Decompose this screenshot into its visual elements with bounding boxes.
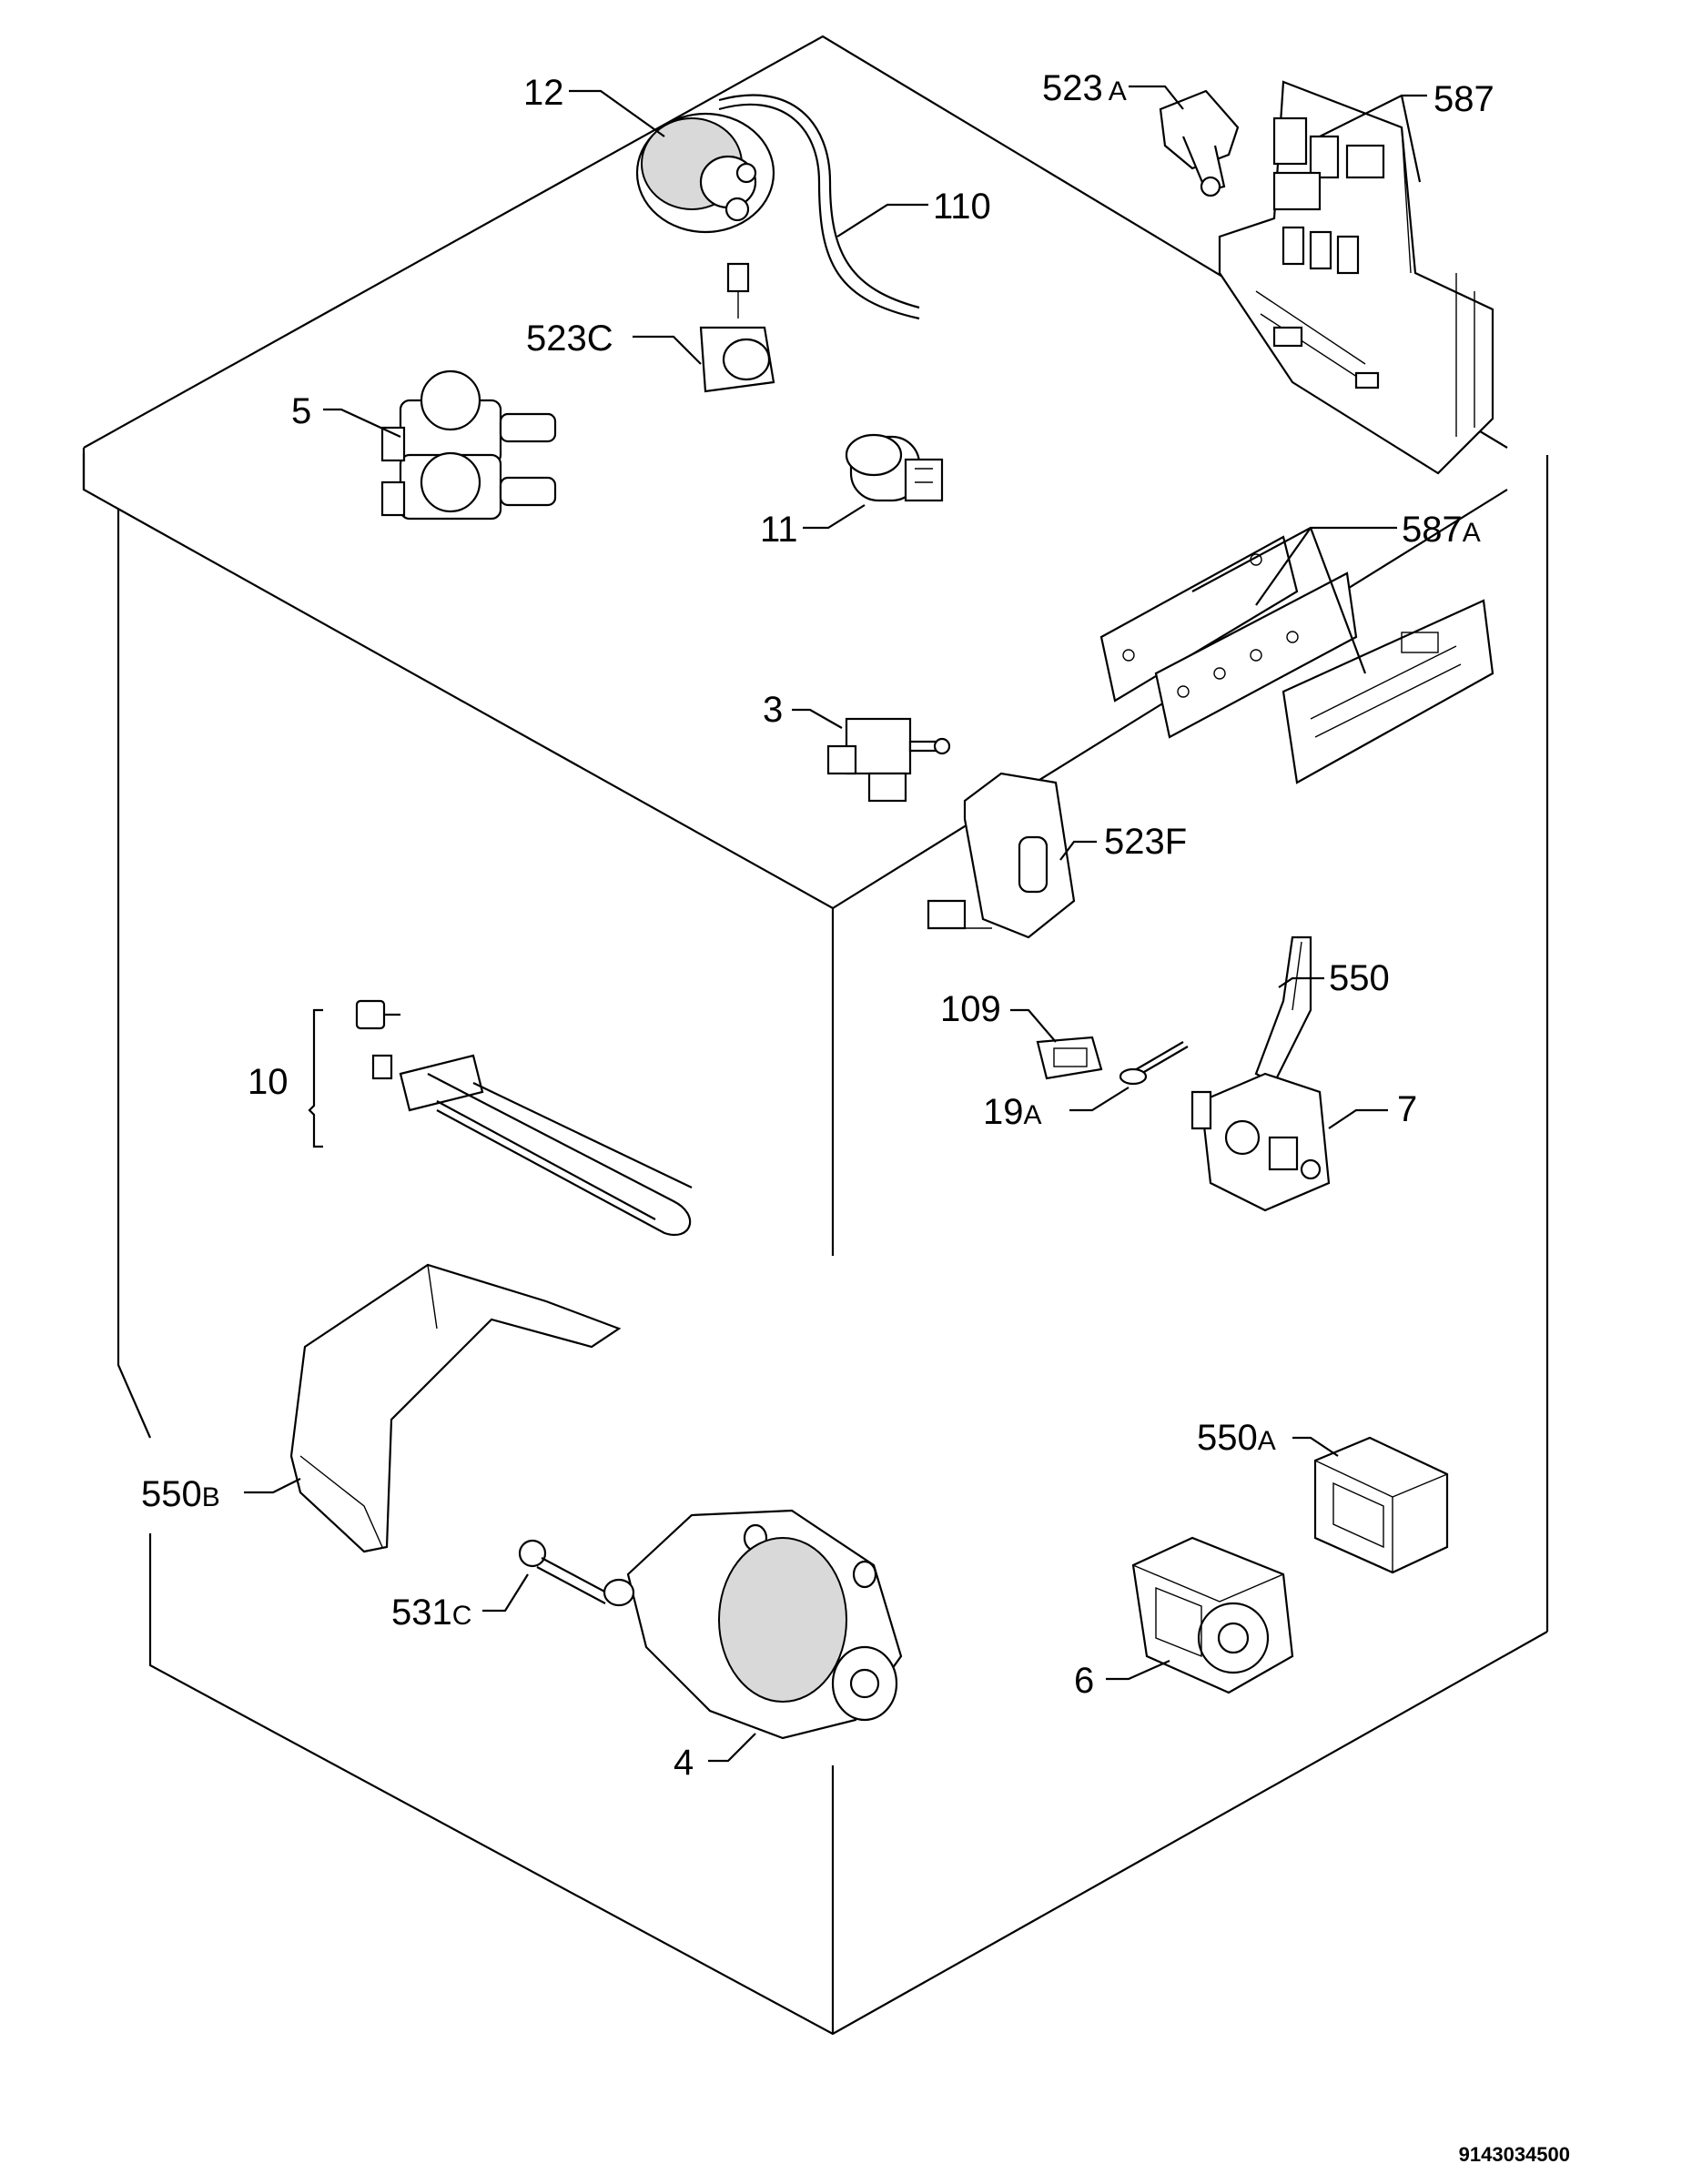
selector-switch-part-3 bbox=[826, 717, 951, 803]
label-3: 3 bbox=[763, 690, 783, 730]
control-boards-part-587a bbox=[1099, 535, 1494, 784]
cover-part-109 bbox=[1036, 1036, 1103, 1080]
connector-part-6 bbox=[1131, 1536, 1294, 1694]
label-11: 11 bbox=[760, 510, 798, 550]
lever-part-550 bbox=[1254, 935, 1312, 1085]
label-12: 12 bbox=[523, 73, 564, 113]
label-523f: 523F bbox=[1104, 822, 1187, 862]
label-19a: 19A bbox=[983, 1092, 1042, 1132]
leader-lines bbox=[244, 85, 1427, 1763]
label-5: 5 bbox=[291, 391, 311, 431]
label-4: 4 bbox=[674, 1743, 694, 1783]
switch-housing-part-523f bbox=[927, 772, 1076, 939]
label-6: 6 bbox=[1074, 1661, 1094, 1701]
label-110: 110 bbox=[933, 187, 991, 227]
bracket-part-550b bbox=[289, 1263, 622, 1553]
label-531c: 531C bbox=[391, 1592, 471, 1633]
label-7: 7 bbox=[1397, 1089, 1417, 1129]
cover-box-part-550a bbox=[1313, 1436, 1449, 1574]
pressure-switch-part-12 bbox=[635, 112, 775, 234]
document-number: 9143034500 bbox=[1459, 2143, 1570, 2166]
label-550b: 550B bbox=[141, 1474, 220, 1514]
wire-sensor-part-19a bbox=[1119, 1041, 1189, 1086]
label-10: 10 bbox=[248, 1062, 289, 1102]
door-lock-part-7 bbox=[1190, 1072, 1331, 1212]
label-587: 587 bbox=[1434, 79, 1494, 119]
label-550: 550 bbox=[1329, 958, 1390, 998]
drain-pump-part-4 bbox=[603, 1509, 903, 1740]
hose-part-110 bbox=[718, 94, 920, 320]
screw-part-531c bbox=[518, 1539, 611, 1604]
electronic-board-part-587 bbox=[1218, 80, 1494, 475]
heating-element-part-10 bbox=[308, 999, 693, 1236]
label-523c: 523C bbox=[526, 318, 613, 359]
label-550a: 550A bbox=[1197, 1418, 1276, 1458]
label-587a: 587A bbox=[1402, 510, 1481, 550]
capacitor-part-11 bbox=[845, 433, 944, 502]
switch-part-523c bbox=[699, 262, 775, 393]
inlet-valve-part-5 bbox=[380, 369, 557, 521]
connector-part-523a bbox=[1159, 89, 1240, 197]
label-109: 109 bbox=[940, 989, 1001, 1029]
